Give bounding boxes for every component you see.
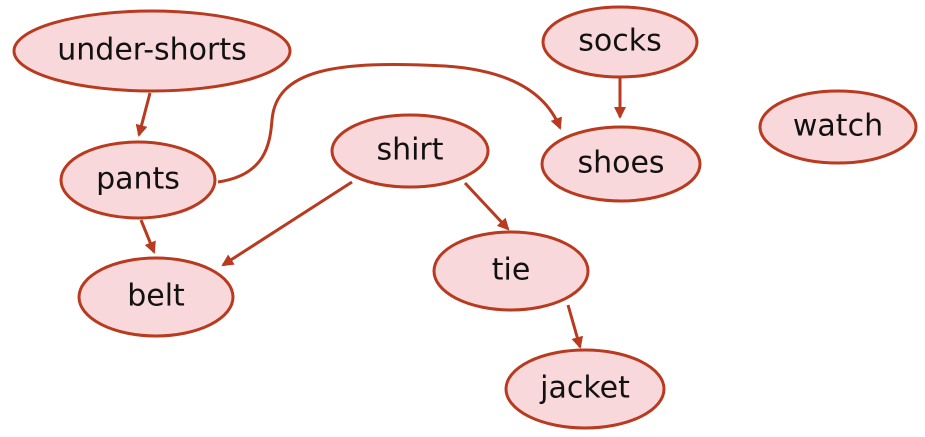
node-belt-label: belt (127, 279, 185, 314)
node-shoes-label: shoes (577, 146, 664, 181)
edge-pants-to-belt (139, 219, 156, 254)
node-shirt: shirt (330, 113, 490, 189)
node-pants-label: pants (96, 162, 180, 197)
node-pants: pants (59, 140, 217, 220)
edge-tie-to-jacket (566, 304, 584, 349)
node-watch: watch (758, 89, 918, 165)
node-jacket: jacket (504, 348, 666, 430)
edge-pants-to-shoes (217, 63, 562, 184)
edge-shirt-to-tie (463, 181, 510, 231)
edges (135, 63, 626, 349)
node-under-shorts-label: under-shorts (57, 33, 247, 68)
edge-shirt-to-belt (221, 180, 353, 267)
node-shirt-label: shirt (376, 133, 443, 168)
node-jacket-label: jacket (539, 371, 630, 406)
node-watch-label: watch (793, 109, 883, 144)
edge-under-shorts-to-pants (135, 92, 152, 137)
node-tie-label: tie (492, 253, 531, 288)
node-belt: belt (77, 256, 235, 338)
node-under-shorts: under-shorts (12, 9, 292, 93)
node-tie: tie (432, 230, 590, 312)
node-socks-label: socks (578, 24, 661, 59)
node-shoes: shoes (540, 125, 702, 203)
node-socks: socks (541, 5, 699, 79)
